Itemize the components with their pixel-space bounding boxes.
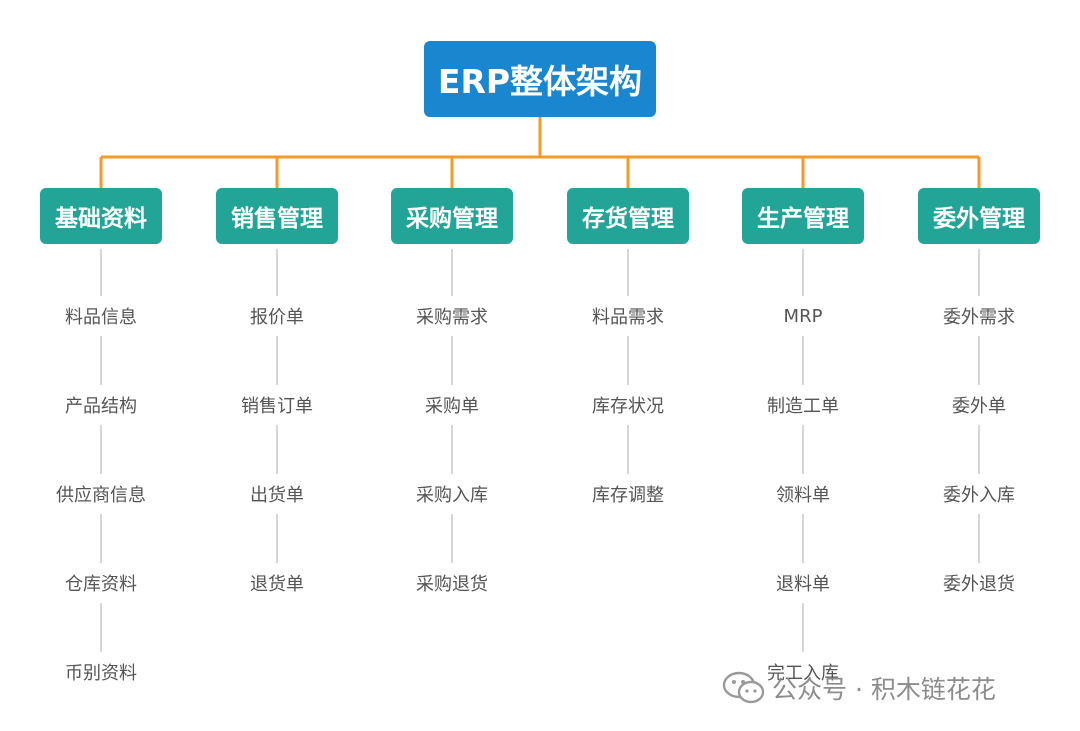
- module-label: 采购管理: [406, 206, 498, 232]
- list-item: 委外入库: [943, 485, 1015, 506]
- module-node: 存货管理: [567, 188, 689, 244]
- list-item: 采购入库: [416, 485, 488, 506]
- root-label: ERP整体架构: [437, 62, 643, 101]
- list-item: 报价单: [250, 307, 304, 328]
- module-label: 基础资料: [55, 206, 147, 232]
- module-node: 基础资料: [40, 188, 162, 244]
- module-node: 采购管理: [391, 188, 513, 244]
- module-node: 生产管理: [742, 188, 864, 244]
- list-item: 采购退货: [416, 574, 488, 595]
- list-item: 料品信息: [65, 307, 137, 328]
- watermark: 公众号 · 积木链花花: [722, 668, 996, 708]
- list-item: 供应商信息: [56, 485, 146, 506]
- wechat-icon: [722, 671, 765, 704]
- module-node: 委外管理: [918, 188, 1040, 244]
- list-item: 采购单: [425, 396, 479, 417]
- list-item: 完工入库: [767, 663, 839, 684]
- list-item: 委外退货: [943, 574, 1015, 595]
- list-item: 制造工单: [767, 396, 839, 417]
- list-item: 出货单: [250, 485, 304, 506]
- list-item: 退料单: [776, 574, 830, 595]
- list-item: 币别资料: [65, 663, 137, 684]
- list-item: 委外需求: [943, 307, 1015, 328]
- list-item: 仓库资料: [65, 574, 137, 595]
- list-item: 库存调整: [592, 485, 664, 506]
- module-label: 销售管理: [231, 206, 323, 232]
- list-item: 产品结构: [65, 396, 137, 417]
- list-item: MRP: [783, 305, 823, 327]
- list-item: 采购需求: [416, 307, 488, 328]
- module-label: 生产管理: [757, 206, 849, 232]
- root-node: ERP整体架构: [424, 41, 656, 117]
- list-item: 领料单: [776, 485, 830, 506]
- watermark-text: 公众号 · 积木链花花: [772, 675, 996, 704]
- module-node: 销售管理: [216, 188, 338, 244]
- list-item: 销售订单: [241, 396, 313, 417]
- list-item: 委外单: [952, 396, 1006, 417]
- module-label: 委外管理: [933, 206, 1025, 232]
- list-item: 退货单: [250, 574, 304, 595]
- module-label: 存货管理: [582, 206, 674, 232]
- list-item: 库存状况: [592, 396, 664, 417]
- list-item: 料品需求: [592, 307, 664, 328]
